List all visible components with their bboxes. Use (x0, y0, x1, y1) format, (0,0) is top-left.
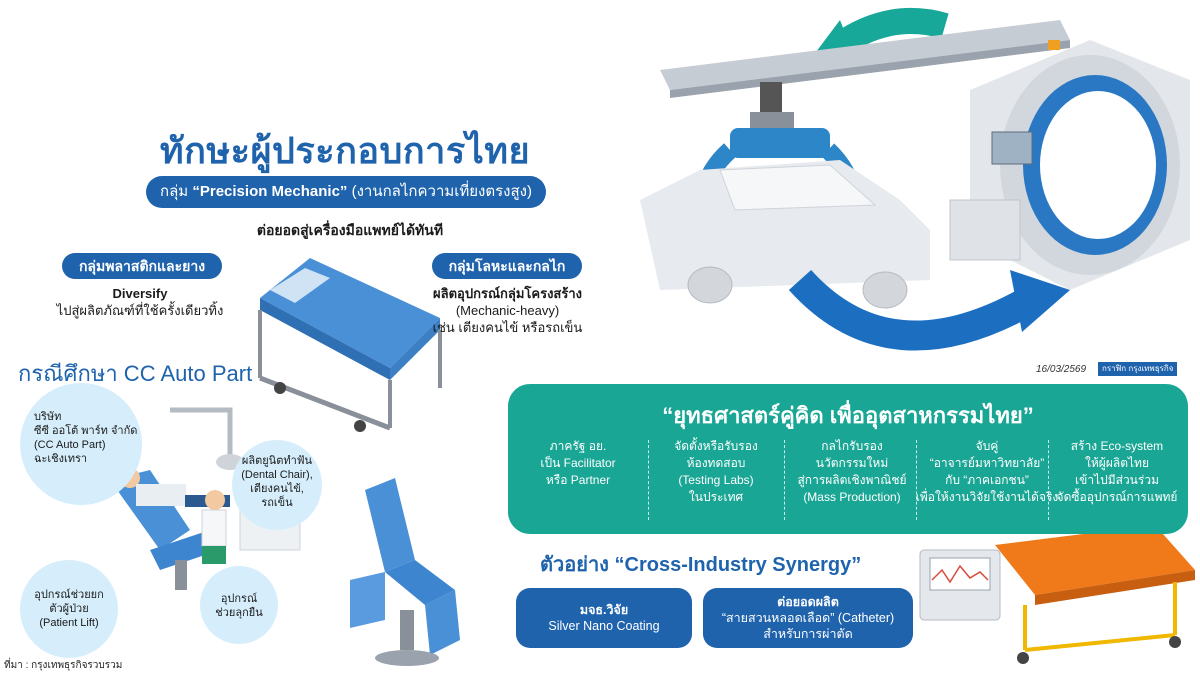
stand-line: ช่วยลุกยืน (215, 607, 263, 619)
research-box: มจธ.วิจัย Silver Nano Coating (516, 588, 692, 648)
column-divider (648, 440, 649, 520)
blue-arrow-icon (788, 269, 1038, 351)
company-bubble (20, 383, 142, 505)
plastic-description: Diversify ไปสู่ผลิตภัณฑ์ที่ใช้ครั้งเดียว… (40, 285, 240, 319)
catheter-line: “สายสวนหลอดเลือด” (Catheter) (721, 611, 895, 625)
dental-text: ผลิตยูนิตทำฟัน (Dental Chair), เตียงคนไข… (236, 454, 318, 510)
plastic-line1: Diversify (112, 286, 168, 301)
group-name: “Precision Mechanic” (192, 183, 348, 200)
strategy-line: หรือ Partner (545, 473, 611, 487)
dental-line: ผลิตยูนิตทำฟัน (241, 455, 313, 467)
strategy-line: ห้องทดสอบ (686, 456, 746, 470)
strategy-line: (Testing Labs) (678, 473, 754, 487)
dental-line: รถเข็น (261, 497, 293, 509)
lift-line: ตัวผู้ป่วย (49, 603, 89, 615)
page-title: ทักษะผู้ประกอบการไทย (159, 130, 531, 171)
strategy-panel (508, 384, 1188, 534)
research-line: Silver Nano Coating (548, 619, 660, 633)
car-to-mri-illustration (640, 8, 1190, 351)
strategy-line: เข้าไปมีส่วนร่วม (1075, 473, 1159, 487)
strategy-line: เป็น Facilitator (540, 456, 616, 470)
lift-line: (Patient Lift) (39, 617, 99, 629)
lift-text: อุปกรณ์ช่วยยก ตัวผู้ป่วย (Patient Lift) (22, 588, 116, 630)
company-line: (CC Auto Part) (34, 439, 106, 451)
strategy-column: จับคู่ “อาจารย์มหาวิทยาลัย” กับ “ภาคเอกช… (912, 438, 1062, 506)
strategy-line: สู่การผลิตเชิงพาณิชย์ (797, 473, 907, 487)
metal-line3: เช่น เตียงคนไข้ หรือรถเข็น (432, 320, 583, 335)
teal-arrow-icon (832, 8, 949, 56)
strategy-line: เพื่อให้งานวิจัยใช้งานได้จริง (915, 490, 1059, 504)
precision-mechanic-badge: กลุ่ม “Precision Mechanic” (งานกลไกความเ… (146, 176, 546, 208)
source-note: ที่มา : กรุงเทพธุรกิจรวบรวม (4, 660, 123, 671)
company-line: ซีซี ออโต้ พาร์ท จำกัด (34, 425, 138, 437)
column-divider (784, 440, 785, 520)
strategy-line: กับ “ภาคเอกชน” (945, 473, 1029, 487)
strategy-line: กลไกรับรอง (821, 439, 883, 453)
strategy-column: จัดตั้งหรือรับรอง ห้องทดสอบ (Testing Lab… (650, 438, 782, 506)
strategy-line: จัดตั้งหรือรับรอง (674, 439, 758, 453)
dental-line: เตียงคนไข้, (250, 483, 304, 495)
dental-bubble (232, 440, 322, 530)
case-study-title: กรณีศึกษา CC Auto Part (18, 361, 253, 386)
catheter-line: ต่อยอดผลิต (777, 595, 839, 609)
company-line: บริษัท (34, 411, 62, 423)
metal-group-badge: กลุ่มโลหะและกลไก (432, 253, 582, 279)
strategy-line: สร้าง Eco-system (1070, 439, 1164, 453)
lift-line: อุปกรณ์ช่วยยก (34, 589, 104, 601)
stand-bubble (200, 566, 278, 644)
stand-text: อุปกรณ์ ช่วยลุกยืน (202, 592, 276, 620)
strategy-line: ภาครัฐ อย. (549, 439, 607, 453)
strategy-line: จับคู่ (975, 439, 999, 453)
metal-line1: ผลิตอุปกรณ์กลุ่มโครงสร้าง (433, 286, 582, 301)
metal-line2: (Mechanic-heavy) (455, 303, 560, 318)
subtitle: ต่อยอดสู่เครื่องมือแพทย์ได้ทันที (256, 222, 444, 238)
lift-bubble (20, 560, 118, 658)
plastic-group-badge: กลุ่มพลาสติกและยาง (62, 253, 222, 279)
strategy-line: ในประเทศ (688, 490, 744, 504)
research-line: มจธ.วิจัย (579, 603, 629, 617)
catheter-line: สำหรับการผ่าตัด (763, 627, 853, 641)
strategy-line: จัดซื้ออุปกรณ์การแพทย์ (1056, 490, 1178, 504)
strategy-column: กลไกรับรอง นวัตกรรมใหม่ สู่การผลิตเชิงพา… (786, 438, 918, 506)
column-divider (916, 440, 917, 520)
strategy-line: ให้ผู้ผลิตไทย (1085, 456, 1149, 470)
strategy-title: “ยุทธศาสตร์คู่คิด เพื่ออุตสาหกรรมไทย” (662, 403, 1034, 428)
catheter-box: ต่อยอดผลิต “สายสวนหลอดเลือด” (Catheter) … (703, 588, 913, 648)
publisher-logo: กราฟิก กรุงเทพธุรกิจ (1098, 362, 1178, 376)
strategy-line: (Mass Production) (803, 490, 901, 504)
hospital-bed-illustration (258, 258, 442, 432)
column-divider (1048, 440, 1049, 520)
strategy-line: “อาจารย์มหาวิทยาลัย” (929, 456, 1045, 470)
synergy-title: ตัวอย่าง “Cross-Industry Synergy” (540, 554, 862, 576)
date-stamp: 16/03/2569 (1036, 364, 1087, 375)
dental-chair-illustration (350, 478, 460, 666)
metal-description: ผลิตอุปกรณ์กลุ่มโครงสร้าง (Mechanic-heav… (400, 285, 615, 336)
strategy-column: สร้าง Eco-system ให้ผู้ผลิตไทย เข้าไปมีส… (1050, 438, 1184, 506)
stand-line: อุปกรณ์ (220, 593, 258, 605)
group-suffix: (งานกลไกความเที่ยงตรงสูง) (351, 183, 532, 200)
plastic-line2: ไปสู่ผลิตภัณฑ์ที่ใช้ครั้งเดียวทิ้ง (56, 303, 224, 318)
stretcher-monitor-illustration (919, 525, 1195, 664)
company-line: ฉะเชิงเทรา (34, 453, 88, 465)
dental-line: (Dental Chair), (241, 469, 313, 481)
company-text: บริษัท ซีซี ออโต้ พาร์ท จำกัด (CC Auto P… (34, 410, 144, 466)
group-prefix: กลุ่ม (160, 183, 189, 200)
strategy-column: ภาครัฐ อย. เป็น Facilitator หรือ Partner (512, 438, 644, 489)
strategy-line: นวัตกรรมใหม่ (815, 456, 889, 470)
